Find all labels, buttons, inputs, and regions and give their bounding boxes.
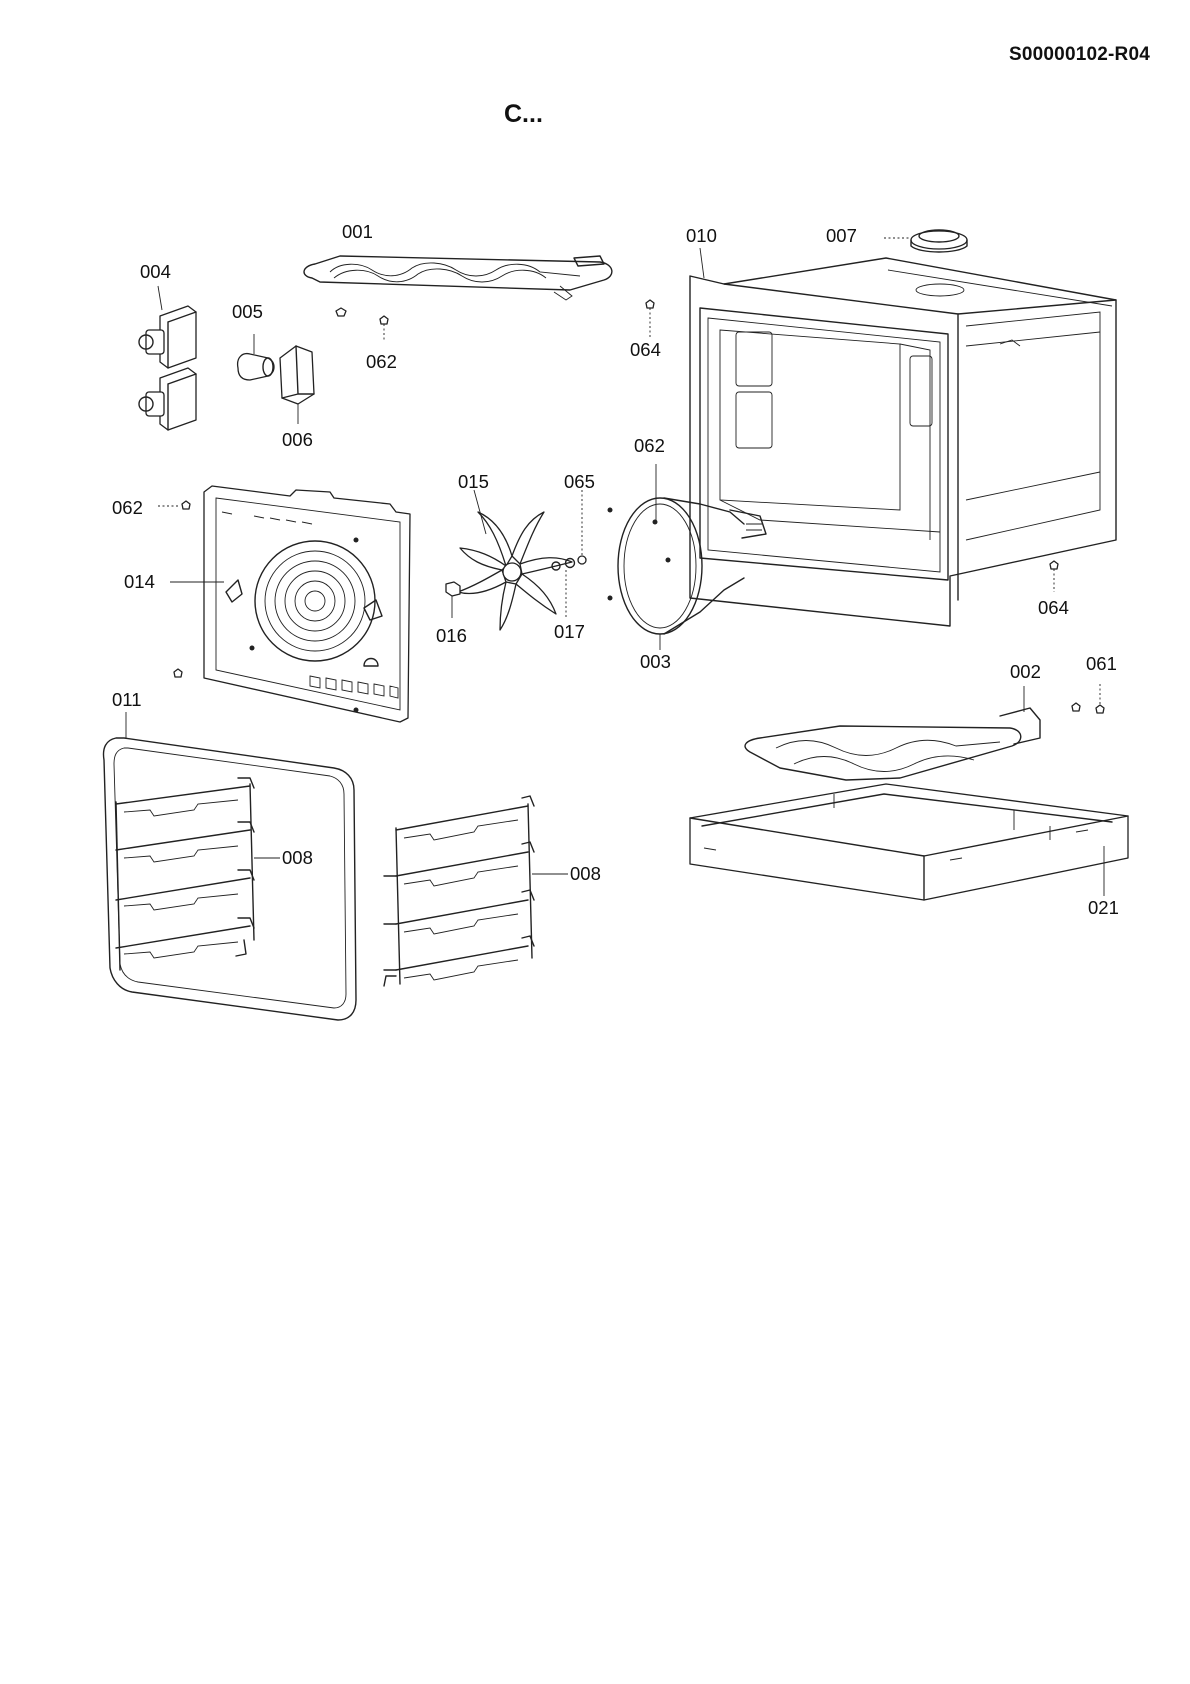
screw-064-side — [1049, 560, 1059, 592]
knob-part — [236, 334, 275, 381]
callout-064-top: 064 — [630, 339, 661, 360]
rear-fan-panel — [170, 485, 411, 723]
callout-062-element: 062 — [634, 435, 665, 456]
callout-017: 017 — [554, 621, 585, 642]
screw-panel-bottom — [173, 668, 183, 678]
callout-008-left: 008 — [282, 847, 313, 868]
shelf-rack-right — [383, 795, 568, 987]
callout-016: 016 — [436, 625, 467, 646]
oven-lamp — [884, 229, 968, 253]
oven-door-frame — [102, 712, 357, 1021]
screw-061 — [1071, 684, 1105, 714]
washer-065 — [577, 490, 587, 565]
callout-004: 004 — [140, 261, 171, 282]
fan-impeller — [457, 489, 573, 631]
nut-016 — [445, 581, 461, 618]
top-heating-element — [303, 255, 613, 301]
bottom-heating-element — [744, 686, 1041, 781]
callout-064-side: 064 — [1038, 597, 1069, 618]
screws-062-top — [335, 307, 389, 340]
control-switches — [138, 285, 197, 431]
callout-061: 061 — [1086, 653, 1117, 674]
callout-006: 006 — [282, 429, 313, 450]
callout-062-top: 062 — [366, 351, 397, 372]
callout-005: 005 — [232, 301, 263, 322]
oven-cavity — [689, 247, 1117, 627]
screw-062-left — [158, 500, 191, 510]
callout-011: 011 — [112, 689, 142, 710]
washers-017 — [551, 557, 576, 618]
callout-021: 021 — [1088, 897, 1119, 918]
callout-062-left: 062 — [112, 497, 143, 518]
document-code: S00000102-R04 — [1009, 44, 1150, 65]
bottom-tray — [689, 783, 1129, 901]
callout-065: 065 — [564, 471, 595, 492]
circular-heating-element — [607, 464, 767, 650]
callout-010: 010 — [686, 225, 717, 246]
callout-015: 015 — [458, 471, 489, 492]
callout-008-right: 008 — [570, 863, 601, 884]
page-title: C... — [504, 100, 543, 128]
callout-003: 003 — [640, 651, 671, 672]
callout-002: 002 — [1010, 661, 1041, 682]
callout-014: 014 — [124, 571, 155, 592]
lamp-cover — [279, 345, 315, 424]
callout-007: 007 — [826, 225, 857, 246]
callout-001: 001 — [342, 221, 373, 242]
shelf-rack-left — [115, 777, 280, 971]
screw-064-top — [645, 299, 655, 338]
